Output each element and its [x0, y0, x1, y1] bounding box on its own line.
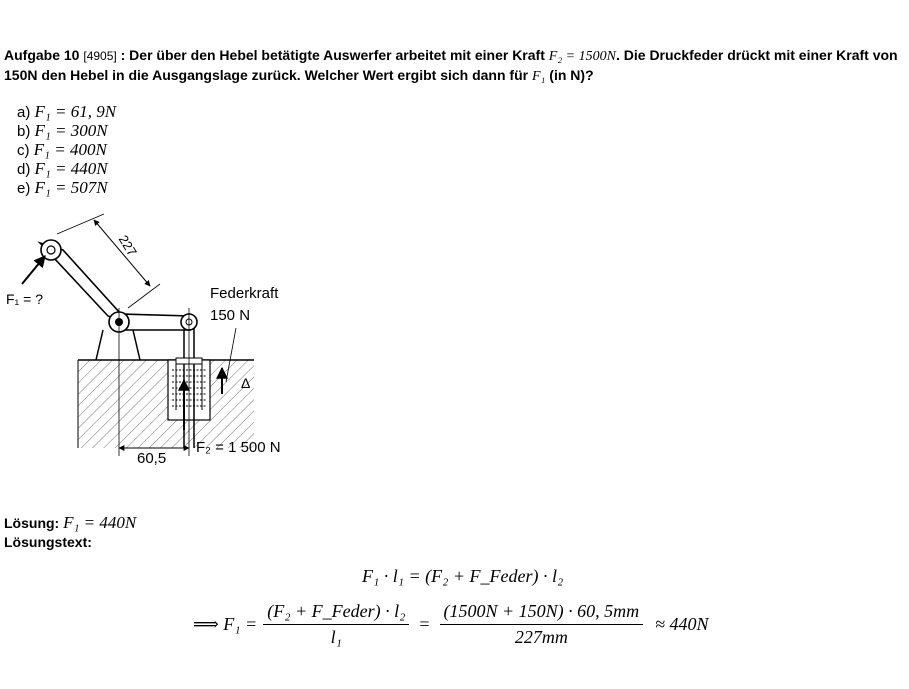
answer-letter: b): [17, 123, 31, 140]
answer-letter: d): [17, 161, 31, 178]
delta-symbol: Δ: [241, 375, 250, 391]
fraction-symbolic: (F₂ + F_Feder) · l₂ l₁: [263, 601, 410, 648]
approximate-result: ≈ 440N: [655, 614, 709, 634]
dimension-227-label: 227: [116, 232, 140, 258]
f1-label: F₁ = ?: [6, 291, 43, 307]
lever-diagram: 227 F₁ = ? Federkraft 150 N Δ F₂ = 1 500…: [6, 213, 281, 467]
answer-letter: e): [17, 180, 31, 197]
answer-option: c) F₁ = 400N: [17, 141, 116, 160]
federkraft-value: 150 N: [210, 307, 250, 324]
answer-value: F₁ = 400N: [33, 140, 107, 159]
solution-label: Lösung:: [4, 515, 60, 531]
question-text-3: (in N)?: [549, 67, 594, 83]
fraction-numeric: (1500N + 150N) · 60, 5mm 227mm: [439, 601, 644, 648]
answer-option: b) F₁ = 300N: [17, 122, 116, 141]
answer-value: F₁ = 61, 9N: [34, 102, 117, 121]
answer-value: F₁ = 440N: [34, 159, 108, 178]
answer-option: a) F₁ = 61, 9N: [17, 103, 116, 122]
force-f1-arrow: F₁ = ?: [6, 255, 46, 307]
f2-label: F₂ = 1 500 N: [196, 439, 281, 456]
answer-value: F₁ = 300N: [34, 121, 108, 140]
solution-value: F₁ = 440N: [63, 513, 137, 532]
equation-lhs: ⟹ F₁ =: [193, 614, 258, 634]
fraction-denominator: 227mm: [514, 627, 568, 647]
solution-text-label: Lösungstext:: [4, 534, 92, 550]
federkraft-label: Federkraft: [210, 285, 279, 302]
fraction-denominator: l₁: [330, 627, 342, 647]
answer-letter: a): [17, 104, 31, 121]
equals-sign: =: [419, 614, 430, 634]
spring: [172, 362, 206, 410]
question-number: [4905]: [83, 49, 117, 63]
dimension-offset: 60,5: [118, 445, 190, 467]
question-text: Aufgabe 10 [4905] : Der über den Hebel b…: [4, 46, 904, 86]
fraction-numerator: (F₂ + F_Feder) · l₂: [263, 601, 410, 625]
answer-letter: c): [17, 142, 30, 159]
equation-moment-balance: F₁ · l₁ = (F₂ + F_Feder) · l₂: [362, 566, 564, 586]
answer-option: d) F₁ = 440N: [17, 160, 116, 179]
dimension-60-5-label: 60,5: [137, 450, 166, 467]
question-target-variable: F₁: [531, 69, 546, 84]
answer-option: e) F₁ = 507N: [17, 179, 116, 198]
lever-support: [95, 329, 141, 361]
equation-solution: ⟹ F₁ = (F₂ + F_Feder) · l₂ l₁ = (1500N +…: [193, 601, 709, 648]
question-text-1: : Der über den Hebel betätigte Auswerfer…: [120, 47, 545, 63]
spring-force-annotation: Federkraft 150 N Δ: [210, 285, 279, 394]
answer-value: F₁ = 507N: [34, 178, 108, 197]
fraction-numerator: (1500N + 150N) · 60, 5mm: [439, 601, 644, 625]
question-force-expression: F₂ = 1500N: [548, 49, 616, 64]
force-f2-annotation: F₂ = 1 500 N: [178, 378, 281, 456]
lever: [37, 239, 198, 333]
solution-line: Lösung: F₁ = 440N: [4, 514, 136, 532]
question-title: Aufgabe 10: [4, 47, 80, 63]
question-text-2: . Die Druckfeder drückt mit einer Kraft …: [4, 47, 898, 83]
answer-list: a) F₁ = 61, 9N b) F₁ = 300N c) F₁ = 400N…: [17, 103, 116, 198]
